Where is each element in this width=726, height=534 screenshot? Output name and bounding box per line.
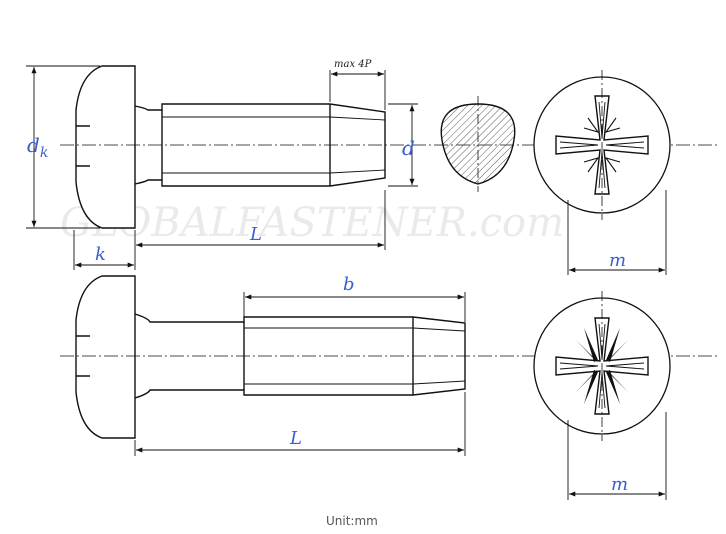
m-top-label: m [609, 250, 626, 271]
dk-dimension [26, 65, 100, 229]
bottom-screw-side-view [75, 275, 466, 439]
trilobular-section [440, 96, 516, 192]
max4p-label: max 4P [334, 59, 372, 70]
pozidriv-rays [576, 328, 628, 404]
m-bottom-dimension [567, 412, 667, 500]
dk-label: dk [27, 133, 48, 161]
L-bottom-dimension [134, 392, 466, 456]
d-dimension [388, 103, 418, 187]
phillips-head-top-view [533, 70, 671, 220]
watermark: GLOBALFASTENER.com [60, 200, 564, 246]
k-label: k [95, 244, 106, 265]
L-top-label: L [249, 224, 262, 245]
unit-note: Unit:mm [326, 514, 378, 528]
b-label: b [343, 274, 355, 295]
d-label: d [402, 136, 415, 160]
max4p-dimension [329, 70, 386, 110]
L-bottom-label: L [289, 428, 302, 449]
m-top-dimension [567, 190, 667, 275]
pozidriv-head-top-view [533, 291, 671, 441]
b-dimension [243, 292, 466, 322]
L-top-dimension [136, 190, 386, 250]
m-bottom-label: m [611, 474, 628, 495]
k-dimension [73, 230, 136, 270]
